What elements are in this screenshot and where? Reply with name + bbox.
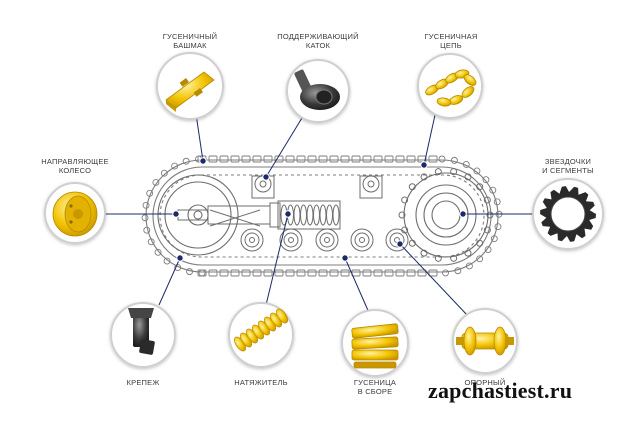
track-chain-thumbnail[interactable] [417, 53, 483, 119]
track-shoe-thumbnail[interactable] [156, 52, 224, 120]
track-links [141, 155, 503, 277]
sprocket-teeth [398, 168, 494, 262]
label-tensioner-line-1: НАТЯЖИТЕЛЬ [234, 378, 288, 387]
label-track-shoe-line-2: БАШМАК [173, 41, 207, 51]
track-roller-icon [456, 326, 514, 356]
label-track-shoe-line-1: ГУСЕНИЧНЫЙ [162, 32, 218, 41]
sprocket-drawing [403, 172, 489, 258]
label-track-assembly: ГУСЕНИЦА В СБОРЕ [335, 378, 415, 397]
idler-wheel-drawing [157, 174, 239, 256]
idler-thumbnail[interactable] [44, 182, 106, 244]
track-chain-icon [425, 69, 477, 107]
label-track-chain-line-1: ГУСЕНИЧНАЯ [424, 32, 478, 41]
carrier-roller-icon [294, 69, 340, 110]
tensioner-drawing [177, 202, 281, 228]
sprocket-thumbnail[interactable] [532, 178, 604, 250]
label-carrier-roller-line-1: ПОДДЕРЖИВАЮЩИЙ [277, 32, 359, 41]
spring-drawing [280, 204, 340, 226]
spring-icon [234, 308, 288, 352]
label-track-chain: ГУСЕНИЧНАЯ ЦЕПЬ [411, 32, 491, 51]
track-rollers-drawing [240, 228, 409, 252]
tensioner-thumbnail[interactable] [228, 302, 294, 368]
track-assembly-thumbnail[interactable] [341, 309, 409, 377]
label-track-assembly-line-2: В СБОРЕ [357, 387, 393, 397]
track-outline [145, 159, 499, 273]
label-carrier-roller-line-2: КАТОК [305, 41, 331, 51]
label-idler-line-1: НАПРАВЛЯЮЩЕЕ [41, 157, 109, 166]
bolt-icon [128, 308, 155, 355]
label-tensioner: НАТЯЖИТЕЛЬ [221, 378, 301, 387]
label-carrier-roller: ПОДДЕРЖИВАЮЩИЙ КАТОК [268, 32, 368, 51]
label-idler-line-2: КОЛЕСО [58, 166, 92, 176]
label-fastener-line-1: КРЕПЕЖ [126, 378, 160, 387]
sprocket-icon [540, 186, 596, 242]
watermark: zapchastiest.ru [428, 378, 573, 403]
carrier-rollers-drawing [251, 175, 383, 199]
label-sprocket-line-2: И СЕГМЕНТЫ [542, 166, 594, 176]
label-idler: НАПРАВЛЯЮЩЕЕ КОЛЕСО [31, 157, 119, 176]
label-fastener: КРЕПЕЖ [113, 378, 173, 387]
label-track-shoe: ГУСЕНИЧНЫЙ БАШМАК [151, 32, 229, 51]
label-sprocket-line-1: ЗВЕЗДОЧКИ [544, 157, 592, 166]
carrier-roller-thumbnail[interactable] [286, 59, 350, 123]
label-sprocket: ЗВЕЗДОЧКИ И СЕГМЕНТЫ [528, 157, 608, 176]
label-track-assembly-line-1: ГУСЕНИЦА [353, 378, 397, 387]
spring-frame [277, 200, 341, 230]
label-track-chain-line-2: ЦЕПЬ [440, 41, 462, 51]
fastener-thumbnail[interactable] [110, 302, 176, 368]
track-assembly-icon [351, 323, 399, 369]
leader-dots [172, 157, 467, 262]
idler-icon [52, 191, 98, 237]
label-track-roller: ОПОРНЫЙ [455, 378, 515, 387]
leader-lines [104, 112, 538, 317]
label-track-roller-line-1: ОПОРНЫЙ [464, 378, 506, 387]
track-roller-thumbnail[interactable] [452, 308, 518, 374]
track-shoe-icon [165, 71, 215, 112]
